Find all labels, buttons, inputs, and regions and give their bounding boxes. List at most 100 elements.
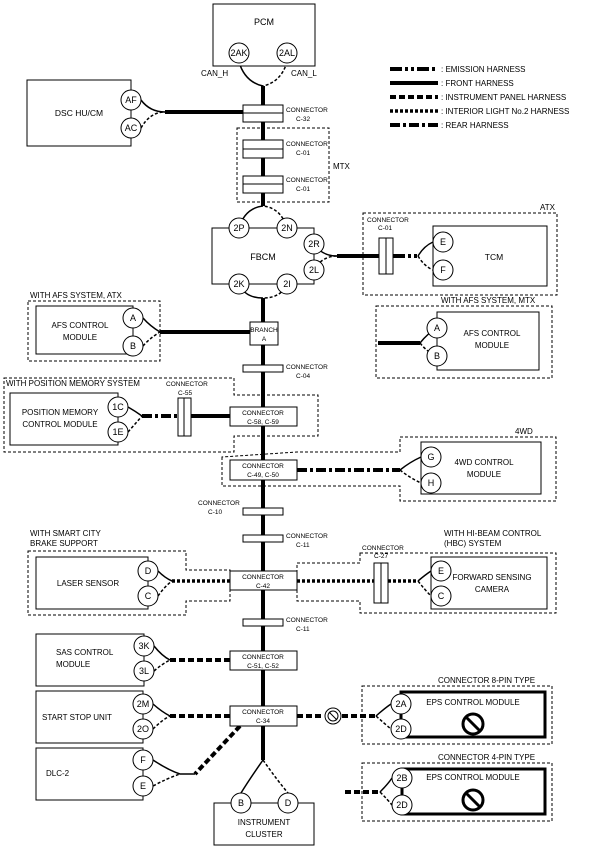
connector-c11b bbox=[242, 618, 284, 627]
wire-eps8-2a bbox=[375, 703, 392, 717]
fwd-label-2: MODULE bbox=[467, 470, 501, 479]
group-hbc-label-2: (HBC) SYSTEM bbox=[444, 539, 502, 548]
wire-dsc-ac bbox=[140, 111, 166, 129]
group-pos-mem bbox=[3, 377, 319, 453]
ic-pin-b-label: B bbox=[238, 798, 244, 808]
group-afs-atx bbox=[27, 300, 161, 362]
fsc-module bbox=[430, 556, 548, 610]
tcm-pin-e bbox=[432, 231, 454, 253]
connector-c27-t1: CONNECTOR bbox=[362, 545, 404, 552]
connector-c10 bbox=[242, 507, 284, 516]
dsc-module bbox=[26, 79, 132, 147]
branch-a-t2: A bbox=[262, 336, 267, 343]
dsc-pin-ac bbox=[120, 117, 142, 139]
afs-atx-label-1: AFS CONTROL bbox=[52, 321, 109, 330]
dsc-pin-af-label: AF bbox=[125, 95, 137, 105]
fsc-pin-c-label: C bbox=[438, 591, 445, 601]
group-hbc bbox=[296, 552, 557, 614]
connector-c49-c50 bbox=[229, 459, 298, 481]
wire-pcm-2al bbox=[262, 61, 288, 87]
connector-c01a-t2: C-01 bbox=[296, 150, 310, 157]
fbcm-pin-2r-label: 2R bbox=[308, 239, 320, 249]
pos-mem-label-1: POSITION MEMORY bbox=[22, 408, 99, 417]
pcm-pin-2al-label: 2AL bbox=[279, 48, 295, 58]
connector-c32-t1: CONNECTOR bbox=[286, 107, 328, 114]
connector-c04 bbox=[242, 364, 284, 373]
dlc-module bbox=[35, 747, 144, 801]
connector-c51-t2: C-51, C-52 bbox=[247, 663, 279, 670]
afs-mtx-module bbox=[436, 311, 540, 371]
legend-front: : FRONT HARNESS bbox=[441, 79, 514, 88]
wire-afs-b bbox=[142, 331, 161, 347]
group-atx bbox=[362, 212, 558, 296]
fsc-pin-e bbox=[430, 560, 452, 582]
connector-c10-t2: C-10 bbox=[208, 509, 222, 516]
dlc-pin-e bbox=[132, 775, 154, 797]
fsc-pin-c bbox=[430, 585, 452, 607]
fbcm-pin-2r bbox=[303, 233, 325, 255]
tcm-pin-f-label: F bbox=[440, 265, 446, 275]
fbcm-pin-2n bbox=[276, 217, 298, 239]
pos-mem-module bbox=[9, 392, 119, 446]
sas-pin-3l bbox=[133, 660, 155, 682]
branch-a bbox=[249, 321, 279, 346]
wire-sas-3l bbox=[153, 659, 171, 672]
fbcm-pin-2i bbox=[276, 273, 298, 295]
dsc-pin-af bbox=[120, 89, 142, 111]
prohibited-icon bbox=[324, 707, 342, 725]
legend-interior: : INTERIOR LIGHT No.2 HARNESS bbox=[441, 107, 569, 116]
connector-c32-t2: C-32 bbox=[296, 116, 310, 123]
group-scbs-label-2: BRAKE SUPPORT bbox=[30, 539, 98, 548]
tcm-module bbox=[432, 225, 548, 287]
afs-mtx-pin-a-label: A bbox=[434, 323, 440, 333]
pcm-pin-2ak-label: 2AK bbox=[230, 48, 247, 58]
fbcm-label: FBCM bbox=[250, 252, 276, 262]
dlc-pin-e-label: E bbox=[140, 781, 146, 791]
laser-pin-c bbox=[137, 585, 159, 607]
eps8-pin-2d-label: 2D bbox=[395, 724, 407, 734]
connector-c49-t2: C-49, C-50 bbox=[247, 472, 279, 479]
fsc-label-2: CAMERA bbox=[475, 585, 510, 594]
ssu-pin-2m-label: 2M bbox=[137, 699, 150, 709]
eps4-pin-2b-label: 2B bbox=[396, 773, 407, 783]
connector-c04-t2: C-04 bbox=[296, 373, 310, 380]
laser-pin-c-label: C bbox=[145, 591, 152, 601]
laser-label: LASER SENSOR bbox=[57, 579, 119, 588]
fbcm-pin-2l bbox=[303, 259, 325, 281]
branch-a-t1: BRANCH bbox=[250, 327, 278, 334]
group-4wd-label: 4WD bbox=[515, 427, 533, 436]
group-mtx-label: MTX bbox=[333, 162, 351, 171]
wire-tcm-f bbox=[417, 255, 434, 271]
ssu-pin-2o-label: 2O bbox=[137, 724, 149, 734]
afs-atx-pin-a bbox=[122, 307, 144, 329]
ic-pin-d bbox=[277, 792, 299, 814]
connector-c01b-t1: CONNECTOR bbox=[286, 177, 328, 184]
sas-module bbox=[35, 633, 145, 687]
wire-fsc-c bbox=[417, 580, 432, 597]
connector-c42 bbox=[229, 570, 298, 591]
fbcm-pin-2k-label: 2K bbox=[233, 279, 244, 289]
wire-ic-b bbox=[240, 759, 264, 794]
eps8-label: EPS CONTROL MODULE bbox=[426, 698, 520, 707]
prohibited-icon bbox=[461, 788, 485, 812]
pos-mem-label-2: CONTROL MODULE bbox=[22, 420, 97, 429]
wire-eps8-2d bbox=[375, 715, 392, 730]
group-mtx bbox=[236, 127, 330, 203]
pcm-module bbox=[212, 3, 316, 67]
ssu-module bbox=[35, 690, 144, 744]
connector-c11a-t2: C-11 bbox=[296, 542, 310, 549]
fbcm-module bbox=[211, 227, 315, 285]
group-afs-atx-label: WITH AFS SYSTEM, ATX bbox=[30, 291, 123, 300]
group-atx-label: ATX bbox=[540, 203, 556, 212]
wire-pm-1c bbox=[127, 406, 143, 417]
sas-pin-3k-label: 3K bbox=[138, 641, 149, 651]
eps4-pin-2d bbox=[391, 794, 413, 816]
connector-c01c-t2: C-01 bbox=[378, 225, 392, 232]
tcm-pin-e-label: E bbox=[440, 237, 446, 247]
pcm-pin-2ak bbox=[228, 42, 250, 64]
wire-c34-dlc bbox=[193, 724, 242, 776]
wire-dlc-f bbox=[152, 759, 195, 775]
sas-label-2: MODULE bbox=[56, 660, 90, 669]
group-afs-mtx-label: WITH AFS SYSTEM, MTX bbox=[441, 296, 536, 305]
